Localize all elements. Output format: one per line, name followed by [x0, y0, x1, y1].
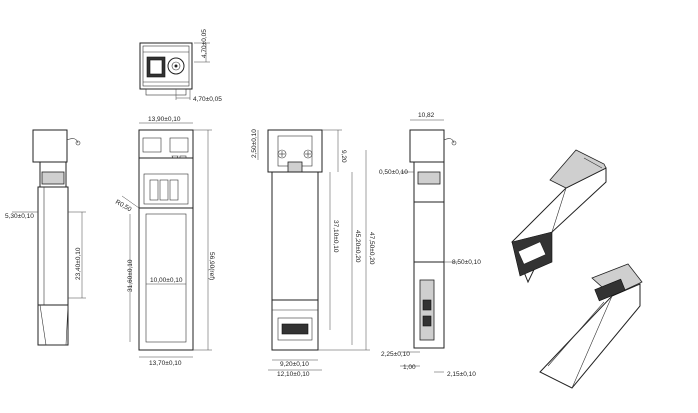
- dim-back-len3: 47,50±0,20: [368, 232, 375, 265]
- dim-back-len2: 45,20±0,20: [354, 230, 361, 263]
- dim-right-bot1: 2,25±0,10: [381, 351, 410, 358]
- dim-front-bottom-width: 13,70±0,10: [149, 360, 182, 367]
- dim-right-top: 10,82: [418, 112, 435, 119]
- dim-right-gap: 0,50±0,10: [379, 169, 408, 176]
- dim-right-bot3: 2,15±0,10: [447, 371, 476, 378]
- right-side-view: [400, 119, 458, 373]
- dim-right-bot2: 1,00: [403, 364, 416, 371]
- dim-right-mid: 8,50±0,10: [452, 259, 481, 266]
- left-side-view: [12, 129, 86, 346]
- dim-front-top-width: 13,90±0,10: [148, 116, 181, 123]
- dim-top-height: 4,70±0,05: [201, 29, 208, 58]
- dim-back-width2: 12,10±0,10: [277, 371, 310, 378]
- dim-back-top2: 9,20: [340, 150, 347, 163]
- dim-side-length: 23,40±0,10: [75, 247, 82, 280]
- isometric-view-top: [511, 149, 607, 284]
- dim-front-length: 56,90(ref): [208, 252, 215, 280]
- front-view: [121, 122, 212, 358]
- back-view: [257, 129, 370, 371]
- dim-back-len1: 37,10±0,10: [332, 220, 339, 253]
- dim-back-top: 2,50±0,10: [251, 129, 258, 158]
- dim-front-radius: R0,50: [114, 199, 133, 214]
- dim-back-width1: 9,20±0,10: [280, 361, 309, 368]
- dim-front-body-width: 10,00±0,10: [150, 277, 183, 284]
- dim-top-width: 4,70±0,05: [193, 96, 222, 103]
- dim-side-offset: 5,30±0,10: [5, 213, 34, 220]
- top-view: [139, 42, 210, 100]
- dim-front-body-length: 31,60±0,10: [127, 259, 134, 292]
- isometric-view-bottom: [539, 263, 643, 389]
